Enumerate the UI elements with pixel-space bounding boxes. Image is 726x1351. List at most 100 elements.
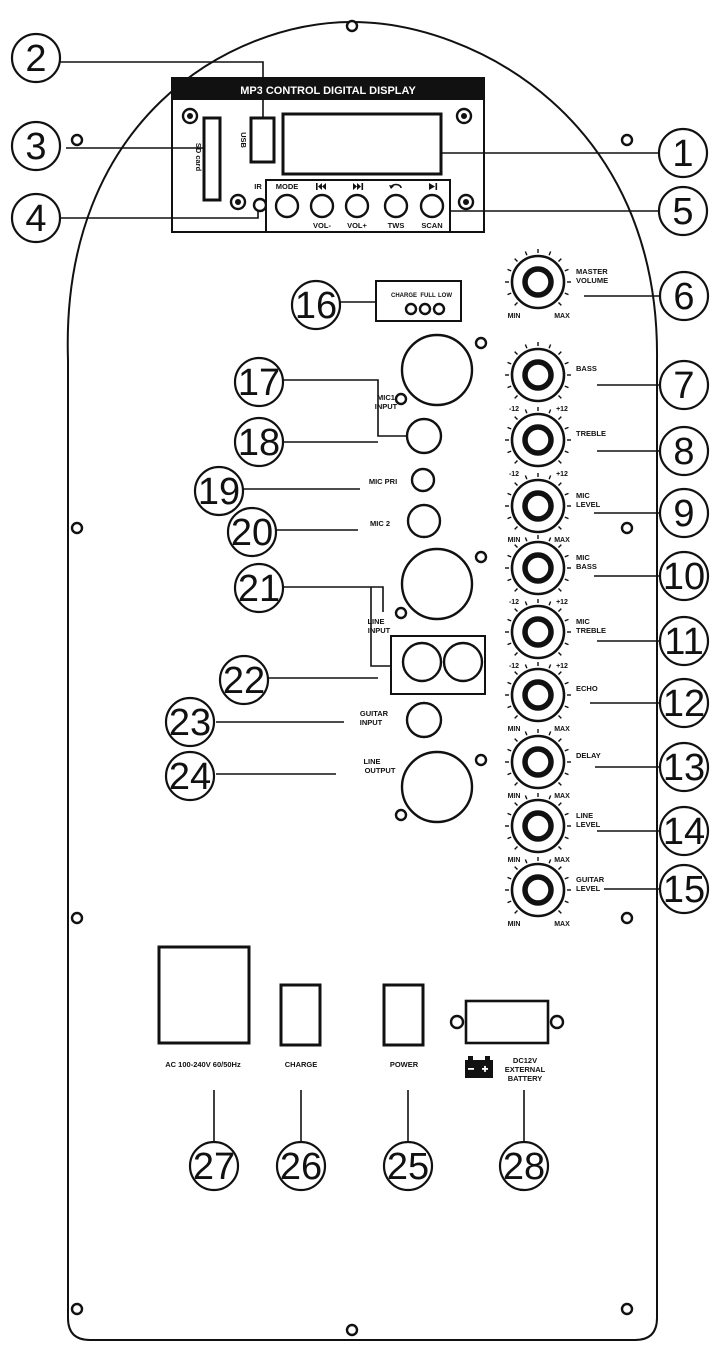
knob-label: BASS	[576, 562, 597, 571]
callout-23: 23	[164, 696, 216, 748]
knob-cap	[522, 424, 554, 456]
low-led-label: LOW	[438, 293, 452, 299]
callout-number: 15	[663, 869, 705, 911]
callout-number: 4	[25, 198, 46, 240]
leader-lines	[60, 61, 660, 1142]
callout-16: 16	[290, 279, 342, 331]
guitar-input-jack[interactable]	[405, 701, 443, 739]
knob-cap	[522, 266, 554, 298]
knob-max-label: MAX	[554, 857, 570, 864]
line-output-xlr-jack[interactable]	[400, 750, 474, 824]
play-icon	[429, 183, 438, 190]
display-button-2[interactable]	[309, 193, 335, 219]
mic-pri-button[interactable]	[410, 467, 436, 493]
callout-10: 10	[658, 550, 710, 602]
callout-number: 6	[673, 276, 694, 318]
callout-9: 9	[658, 487, 710, 539]
usb-port[interactable]	[249, 116, 276, 164]
knob-8: MIN MAX DELAY	[505, 729, 601, 800]
knob-max-label: MAX	[554, 921, 570, 928]
knob-max-label: +12	[556, 663, 568, 670]
callout-number: 8	[673, 431, 694, 473]
panel-screws	[70, 19, 634, 1337]
power-switch[interactable]	[382, 983, 425, 1047]
charge-led	[404, 302, 418, 316]
callout-27: 27	[188, 1140, 240, 1192]
rca-jack-left[interactable]	[401, 641, 443, 683]
knob-min-label: MIN	[508, 921, 521, 928]
knob-label: MIC	[576, 553, 590, 562]
rca-jack-right[interactable]	[442, 641, 484, 683]
callout-20: 20	[226, 506, 278, 558]
knob-cap	[522, 490, 554, 522]
guitar-input-label-2: INPUT	[360, 718, 383, 727]
module-title-bar	[172, 78, 484, 100]
display-button-4[interactable]	[383, 193, 409, 219]
mic2-jack[interactable]	[406, 503, 442, 539]
callout-19: 19	[193, 465, 245, 517]
line-xlr-jack[interactable]	[400, 547, 474, 621]
sd-card-label: SD card	[194, 143, 203, 172]
knob-label: BASS	[576, 364, 597, 373]
callout-number: 13	[663, 747, 705, 789]
display-button-3[interactable]	[344, 193, 370, 219]
callout-18: 18	[233, 416, 285, 468]
lcd-screen	[281, 112, 443, 176]
knob-label: LEVEL	[576, 884, 601, 893]
mic1-input-label-2: INPUT	[375, 402, 398, 411]
knob-label: LEVEL	[576, 500, 601, 509]
knob-cap	[522, 552, 554, 584]
mic1-xlr-jack[interactable]	[400, 333, 474, 407]
knob-label: DELAY	[576, 751, 601, 760]
callout-number: 1	[672, 133, 693, 175]
knob-cap	[522, 874, 554, 906]
line-input-label-1: LINE	[367, 617, 384, 626]
knob-cap	[522, 616, 554, 648]
knob-min-label: MIN	[508, 793, 521, 800]
knob-cap	[522, 679, 554, 711]
bottom-section: AC 100-240V 60/50Hz CHARGE POWER DC12V E…	[157, 945, 565, 1083]
callout-12: 12	[658, 677, 710, 729]
knob-max-label: MAX	[554, 793, 570, 800]
callout-number: 26	[280, 1146, 322, 1188]
knob-label: MIC	[576, 491, 590, 500]
display-button-label-bottom: SCAN	[421, 221, 442, 230]
ir-sensor	[252, 197, 268, 213]
mic1-quarter-jack[interactable]	[405, 417, 443, 455]
knob-max-label: MAX	[554, 537, 570, 544]
callout-6: 6	[658, 270, 710, 322]
ac-label: AC 100-240V 60/50Hz	[165, 1060, 241, 1069]
callout-number: 2	[25, 38, 46, 80]
knob-max-label: +12	[556, 471, 568, 478]
callout-3: 3	[10, 120, 62, 172]
ac-power-inlet[interactable]	[157, 945, 251, 1045]
knob-min-label: MIN	[508, 537, 521, 544]
callout-number: 22	[223, 660, 265, 702]
module-title: MP3 CONTROL DIGITAL DISPLAY	[240, 85, 416, 97]
indicator-panel: CHARGE FULL LOW	[375, 280, 462, 322]
callout-number: 14	[663, 811, 705, 853]
knob-label: TREBLE	[576, 626, 606, 635]
battery-connector[interactable]	[464, 999, 550, 1045]
callout-number: 28	[503, 1146, 545, 1188]
next-track-icon	[353, 183, 364, 190]
knob-cap	[522, 746, 554, 778]
callout-number: 5	[672, 191, 693, 233]
knob-min-label: -12	[509, 471, 519, 478]
callout-number: 19	[198, 471, 240, 513]
callout-number: 20	[231, 512, 273, 554]
callout-5: 5	[657, 185, 709, 237]
charge-switch[interactable]	[279, 983, 322, 1047]
display-button-1[interactable]	[274, 193, 300, 219]
display-button-5[interactable]	[419, 193, 445, 219]
callout-number: 24	[169, 756, 211, 798]
repeat-icon	[389, 183, 402, 189]
sd-card-slot[interactable]	[202, 116, 222, 202]
usb-label: USB	[239, 132, 248, 148]
low-led	[432, 302, 446, 316]
knob-cap	[522, 810, 554, 842]
